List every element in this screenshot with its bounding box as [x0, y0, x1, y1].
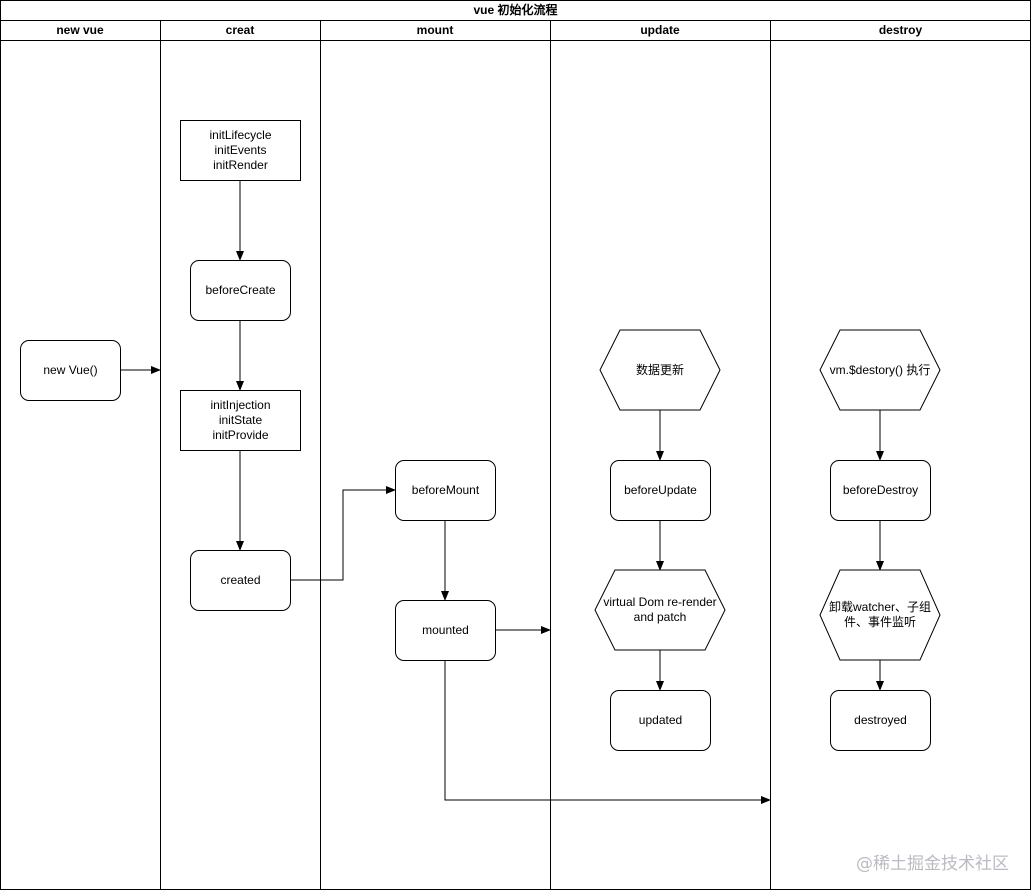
- lane-header-mount: mount: [416, 23, 454, 37]
- arrow-mounted-destroy: [444, 660, 771, 804]
- lane-header-destroy: destroy: [878, 23, 923, 37]
- node-new-vue: new Vue(): [20, 340, 121, 401]
- node-before-mount: beforeMount: [395, 460, 496, 521]
- node-destroyed: destroyed: [830, 690, 931, 751]
- lane-header-creat: creat: [225, 23, 255, 37]
- watermark-text: @稀土掘金技术社区: [856, 854, 1009, 874]
- node-created: created: [190, 550, 291, 611]
- node-new-vue-label: new Vue(): [43, 363, 98, 377]
- hexagon-data-update: [599, 329, 721, 411]
- node-updated: updated: [610, 690, 711, 751]
- node-before-destroy: beforeDestroy: [830, 460, 931, 521]
- lane-header-new-vue: new vue: [56, 23, 104, 37]
- lane-header-update: update: [640, 23, 680, 37]
- node-init-lifecycle: initLifecycle initEvents initRender: [180, 120, 301, 181]
- hexagon-unload: [819, 569, 941, 661]
- node-before-update: beforeUpdate: [610, 460, 711, 521]
- arrow-created-beforemount: [290, 486, 396, 581]
- node-before-create: beforeCreate: [190, 260, 291, 321]
- diagram-title: vue 初始化流程: [473, 3, 558, 17]
- hexagon-vm-destroy: [819, 329, 941, 411]
- node-mounted: mounted: [395, 600, 496, 661]
- hexagon-vdom-patch: [594, 569, 726, 651]
- node-init-injection: initInjection initState initProvide: [180, 390, 301, 451]
